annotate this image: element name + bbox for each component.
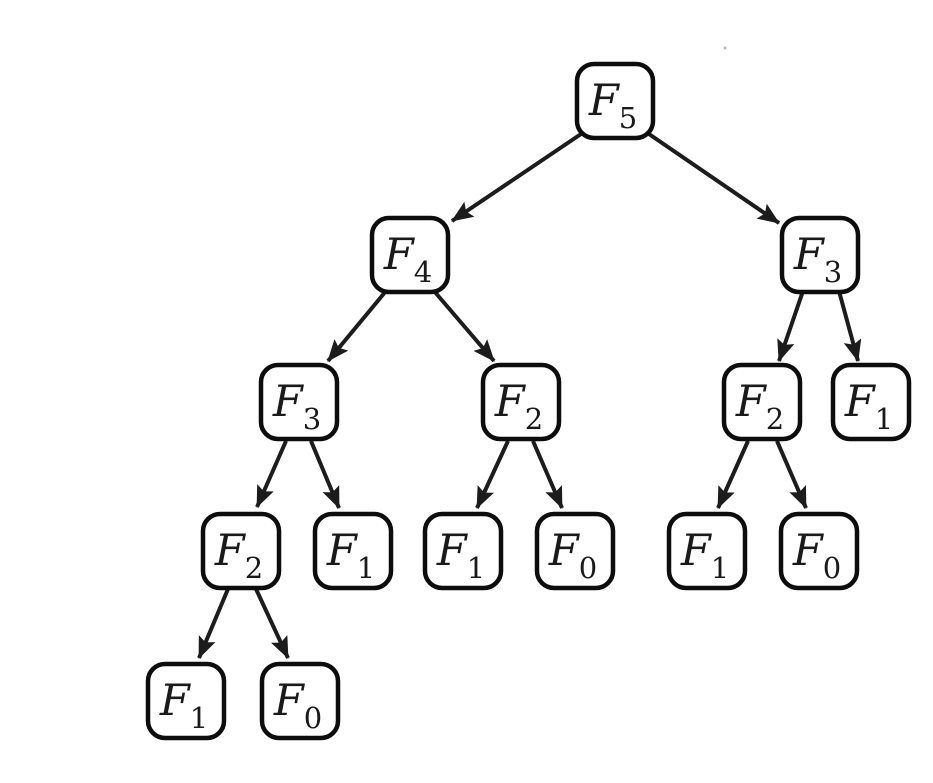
node-f0-bottom: F0 [259, 661, 341, 741]
node-box-f0-right [778, 511, 860, 591]
node-label-f2-left: F2 [214, 526, 263, 585]
node-f2-right: F2 [721, 362, 803, 442]
edge-f3-left-to-f2-left [255, 440, 288, 508]
node-f2-left: F2 [200, 511, 282, 591]
edge-f4-to-f2-mid [432, 289, 496, 363]
edge-f3-right-to-f1-right [837, 290, 862, 362]
node-f5-root: F5 [574, 61, 656, 141]
node-box-f1-bottom [145, 661, 227, 741]
edge-f5-to-f4 [450, 130, 586, 223]
node-label-f0-mid: F0 [548, 526, 597, 585]
node-label-f0-bottom: F0 [273, 676, 322, 735]
node-f1-mid: F1 [422, 511, 504, 591]
edge-f3-right-to-f2-right [777, 290, 805, 362]
node-box-f2-mid [480, 362, 562, 442]
node-box-f1-right [830, 362, 912, 442]
node-label-f5-root: F5 [588, 76, 637, 135]
node-label-f1-mid: F1 [436, 526, 485, 585]
node-box-f0-mid [534, 511, 616, 591]
node-box-f2-right [721, 362, 803, 442]
node-label-f1-left: F1 [326, 526, 375, 585]
node-box-f5-root [574, 61, 656, 141]
node-box-f3-left [258, 362, 340, 442]
node-f3-right: F3 [779, 215, 861, 295]
node-box-f1-right-leaf [666, 511, 748, 591]
edge-f2-left-to-f1-bottom [197, 588, 230, 659]
node-f2-mid: F2 [480, 362, 562, 442]
edge-f3-left-to-f1-left [309, 440, 341, 509]
node-box-f2-left [200, 511, 282, 591]
node-box-f0-bottom [259, 661, 341, 741]
artifacts-layer [723, 46, 727, 50]
node-f1-right-leaf: F1 [666, 511, 748, 591]
scan-speck [723, 46, 727, 50]
node-box-f4 [369, 215, 451, 295]
node-f3-left: F3 [258, 362, 340, 442]
edge-f2-mid-to-f1-mid [475, 440, 510, 509]
node-label-f1-right-leaf: F1 [680, 526, 729, 585]
edge-f2-left-to-f0-bottom [254, 588, 290, 659]
node-f1-right: F1 [830, 362, 912, 442]
edges-layer [197, 130, 862, 659]
edge-f4-to-f3-left [326, 289, 388, 363]
node-label-f2-right: F2 [735, 377, 784, 436]
node-label-f4: F4 [383, 230, 432, 289]
node-label-f1-bottom: F1 [159, 676, 208, 735]
node-label-f1-right: F1 [844, 377, 893, 436]
node-label-f3-left: F3 [272, 377, 321, 436]
node-box-f1-left [312, 511, 394, 591]
node-label-f2-mid: F2 [494, 377, 543, 436]
edge-f2-right-to-f0-right [775, 440, 808, 509]
node-f1-left: F1 [312, 511, 394, 591]
node-f1-bottom: F1 [145, 661, 227, 741]
edge-f2-mid-to-f0-mid [531, 440, 564, 509]
node-box-f3-right [779, 215, 861, 295]
node-label-f0-right: F0 [792, 526, 841, 585]
node-f0-mid: F0 [534, 511, 616, 591]
node-f4: F4 [369, 215, 451, 295]
node-f0-right: F0 [778, 511, 860, 591]
edge-f2-right-to-f1-leaf [716, 440, 750, 509]
node-box-f1-mid [422, 511, 504, 591]
node-label-f3-right: F3 [793, 230, 842, 289]
edge-f5-to-f3-right [644, 130, 781, 225]
